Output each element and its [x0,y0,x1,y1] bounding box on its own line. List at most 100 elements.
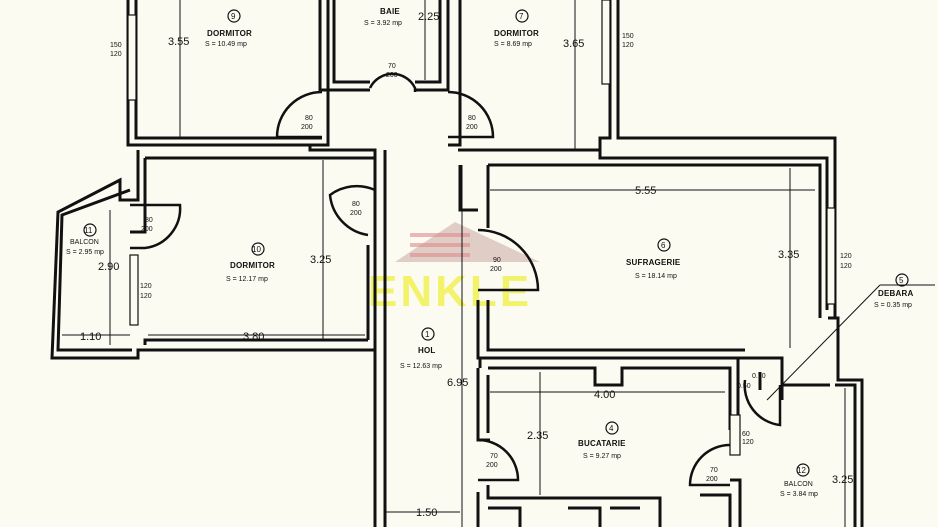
svg-text:200: 200 [386,72,398,79]
doors: 80 200 70 200 80 200 80 200 80 200 90 20… [130,63,782,487]
svg-text:6: 6 [661,241,666,250]
svg-text:2.25: 2.25 [418,11,439,23]
svg-text:S = 3.84 mp: S = 3.84 mp [780,491,818,498]
door-dormitor-9 [275,90,323,139]
room-1-hol: 1 HOL S = 12.63 mp 6.95 1.50 [400,327,468,519]
svg-text:200: 200 [706,476,718,483]
window-dormitor-10 [129,254,139,326]
room-8-baie: BAIE S = 3.92 mp 2.25 [364,7,439,27]
svg-text:0.50: 0.50 [737,383,751,390]
svg-text:120: 120 [840,253,852,260]
window-dormitor-7 [601,0,611,85]
window-dormitor-9 [127,14,137,101]
door-bucatarie [477,438,520,482]
walls [50,0,864,527]
svg-text:80: 80 [305,115,313,122]
svg-text:120: 120 [140,283,152,290]
svg-text:BALCON: BALCON [784,481,813,488]
svg-text:11: 11 [84,226,93,235]
door-balcon-11 [130,203,182,250]
svg-text:70: 70 [710,467,718,474]
svg-text:S = 0.35 mp: S = 0.35 mp [874,302,912,309]
svg-text:150: 150 [622,33,634,40]
svg-text:3.25: 3.25 [310,254,331,266]
svg-text:90: 90 [493,257,501,264]
svg-text:9: 9 [231,12,236,21]
svg-text:S = 3.92 mp: S = 3.92 mp [364,20,402,27]
dimension-lines [62,0,935,527]
svg-text:S = 8.69 mp: S = 8.69 mp [494,41,532,48]
svg-text:7: 7 [519,12,524,21]
svg-text:120: 120 [110,51,122,58]
svg-text:200: 200 [490,266,502,273]
svg-text:4: 4 [609,424,614,433]
svg-text:120: 120 [622,42,634,49]
svg-text:60: 60 [742,431,750,438]
room-9: 9 DORMITOR S = 10.49 mp 3.55 [168,9,252,48]
room-11-balcon: 11 BALCON S = 2.95 mp 2.90 1.10 [66,223,119,343]
window-bucatarie [729,414,741,456]
door-dormitor-7 [447,90,495,139]
svg-text:10: 10 [252,245,261,254]
window-sufragerie [826,207,836,305]
svg-text:80: 80 [468,115,476,122]
svg-text:70: 70 [388,63,396,70]
svg-text:DORMITOR: DORMITOR [494,29,539,38]
svg-text:DEBARA: DEBARA [878,289,913,298]
svg-text:S = 12.17 mp: S = 12.17 mp [226,276,268,283]
room-6-sufragerie: 6 SUFRAGERIE S = 18.14 mp 3.35 5.55 [626,185,799,280]
svg-text:12: 12 [797,466,806,475]
svg-text:S = 10.49 mp: S = 10.49 mp [205,41,247,48]
svg-text:DORMITOR: DORMITOR [207,29,252,38]
windows: 150 120 150 120 120 120 120 120 [110,0,852,456]
svg-text:1.50: 1.50 [416,507,437,519]
svg-text:DORMITOR: DORMITOR [230,261,275,270]
svg-text:120: 120 [840,263,852,270]
svg-text:6.95: 6.95 [447,377,468,389]
svg-text:3.65: 3.65 [563,38,584,50]
svg-text:200: 200 [466,124,478,131]
svg-text:HOL: HOL [418,346,436,355]
svg-text:200: 200 [350,210,362,217]
svg-text:S = 12.63 mp: S = 12.63 mp [400,363,442,370]
svg-text:SUFRAGERIE: SUFRAGERIE [626,258,681,267]
door-sufragerie [477,228,540,292]
svg-text:3.55: 3.55 [168,36,189,48]
door-dormitor-10 [328,184,376,237]
svg-text:5.55: 5.55 [635,185,656,197]
svg-text:80: 80 [145,217,153,224]
svg-text:70: 70 [490,453,498,460]
svg-text:2.35: 2.35 [527,430,548,442]
svg-text:1.10: 1.10 [80,331,101,343]
svg-text:S = 18.14 mp: S = 18.14 mp [635,273,677,280]
svg-text:2.90: 2.90 [98,261,119,273]
room-12-balcon: 12 BALCON S = 3.84 mp 3.25 [780,463,853,498]
svg-text:150: 150 [110,42,122,49]
watermark: ENKLE [368,222,540,316]
room-7: 7 DORMITOR S = 8.69 mp 3.65 [494,9,584,50]
svg-text:4.00: 4.00 [594,389,615,401]
svg-text:3.80: 3.80 [243,331,264,343]
door-debara [743,379,782,427]
room-4-bucatarie: 4 BUCATARIE S = 9.27 mp 2.35 4.00 [527,389,626,460]
svg-text:0.70: 0.70 [752,373,766,380]
watermark-text: ENKLE [368,267,532,316]
door-balcon-12 [688,443,731,487]
room-5-debara: 5 DEBARA S = 0.35 mp 0.70 0.50 [737,273,913,390]
svg-text:1: 1 [425,330,430,339]
svg-text:3.25: 3.25 [832,474,853,486]
svg-text:BAIE: BAIE [380,7,400,16]
svg-text:BUCATARIE: BUCATARIE [578,439,626,448]
svg-text:80: 80 [352,201,360,208]
room-10: 10 DORMITOR S = 12.17 mp 3.25 3.80 [226,242,331,343]
door-baie [368,72,417,92]
watermark-roof-icon [395,222,540,262]
svg-text:200: 200 [486,462,498,469]
svg-text:120: 120 [742,439,754,446]
svg-text:S = 2.95 mp: S = 2.95 mp [66,249,104,256]
svg-text:120: 120 [140,293,152,300]
svg-text:200: 200 [141,226,153,233]
svg-text:BALCON: BALCON [70,239,99,246]
svg-text:200: 200 [301,124,313,131]
